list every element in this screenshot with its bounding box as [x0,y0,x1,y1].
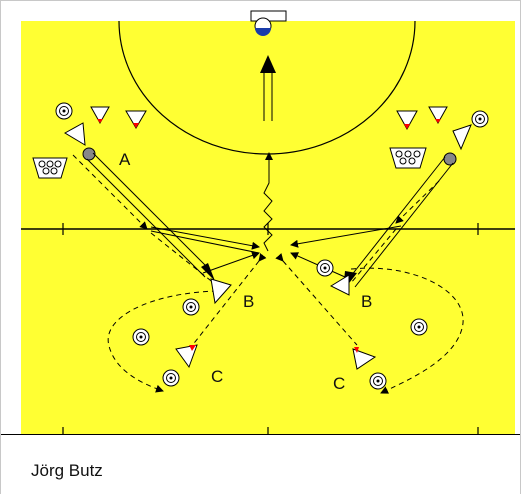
cone-group-right [396,106,472,151]
player-icon-lower-right-3 [369,372,387,390]
pass-to-center-left-parallel [150,230,260,254]
run-path-center-right [275,253,358,346]
label-player-c-left: C [211,367,223,386]
ball-left [82,147,96,161]
run-path-center-left [190,253,267,348]
player-icon-lower-left-2 [132,328,150,346]
cone-c-left [175,344,198,369]
label-player-c-right: C [333,374,345,393]
loop-path-right [350,267,464,394]
cone-b-right [329,274,350,296]
ball-basket-left [32,157,68,179]
caption-bar: Jörg Butz [1,434,520,495]
run-path-right-lower [350,228,397,284]
cone-group-left [64,106,147,146]
player-icon-lower-right-1 [316,259,334,277]
player-icon-lower-left-3 [162,369,180,387]
loop-path-left [107,290,218,393]
pass-to-center-left-lower [202,251,260,274]
player-icon-top-right [471,110,489,128]
shooting-circle [118,20,416,155]
pass-to-center-right-upper [290,225,402,248]
run-path-left-lower [150,232,216,285]
player-icon-lower-left-1 [182,298,200,316]
goalkeeper-icon [254,17,272,36]
pass-path-left [86,152,215,281]
player-icon-top-left [55,102,73,120]
cone-b-left [210,278,232,305]
run-path-right-upper [395,180,440,224]
ball-basket-right [389,147,427,169]
goal [250,10,287,22]
dribble-path [263,152,273,252]
cone-c-right [352,347,377,370]
shot-arrow [260,55,276,121]
pass-to-center-left-upper [150,226,260,250]
label-player-b-right: B [361,292,372,311]
player-icon-lower-right-2 [410,318,428,336]
run-path-left-upper [72,154,148,230]
ball-right [443,152,457,166]
label-player-b-left: B [243,292,254,311]
label-player-a: A [119,150,131,169]
author-name: Jörg Butz [31,461,103,480]
